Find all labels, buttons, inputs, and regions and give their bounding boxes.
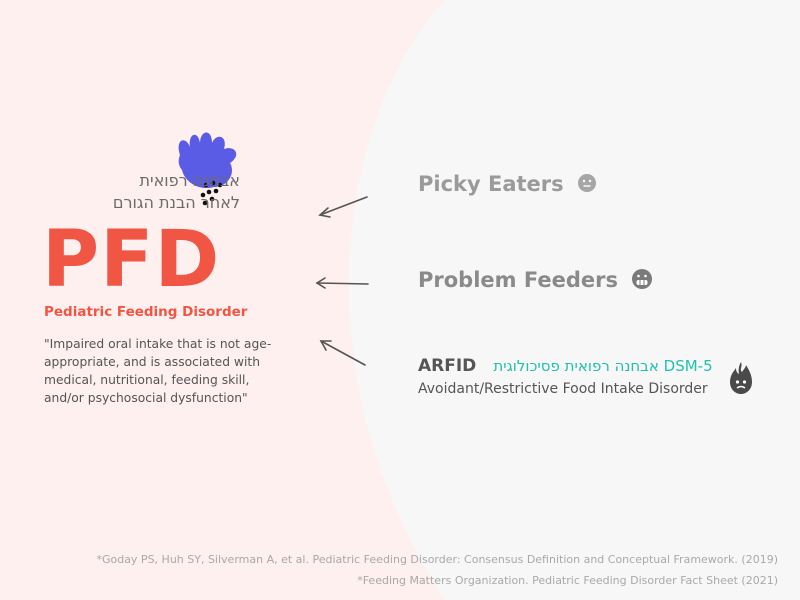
dsm-label: אבחנה רפואית פסיכולוגית DSM-5	[493, 357, 713, 375]
reference-2: *Feeding Matters Organization. Pediatric…	[357, 574, 778, 587]
neutral-face-icon	[577, 174, 596, 192]
right-panel-bg	[348, 0, 800, 600]
arrows	[315, 196, 369, 366]
pfd-subtitle: Pediatric Feeding Disorder	[44, 304, 248, 320]
quote-line: medical, nutritional, feeding skill,	[44, 373, 250, 387]
arrow-problem	[316, 282, 369, 285]
arfid-description: Avoidant/Restrictive Food Intake Disorde…	[418, 381, 708, 397]
problem-feeders-row: Problem Feeders	[418, 268, 653, 292]
picky-eaters-row: Picky Eaters	[418, 172, 597, 196]
arfid-label: ARFID	[418, 356, 477, 376]
quote-line: and/or psychosocial dysfunction"	[44, 391, 248, 405]
reference-1: *Goday PS, Huh SY, Silverman A, et al. P…	[96, 553, 778, 566]
arfid-row: ARFID אבחנה רפואית פסיכולוגית DSM-5	[418, 356, 713, 376]
quote-line: "Impaired oral intake that is not age-	[44, 337, 272, 351]
hebrew-title-line1: אבחנה רפואית	[139, 171, 240, 190]
arrow-picky-head	[318, 207, 331, 218]
quote-line: appropriate, and is associated with	[44, 355, 261, 369]
pfd-definition-quote: "Impaired oral intake that is not age- a…	[44, 335, 294, 407]
hebrew-title-line2: לאחר הבנת הגורם	[112, 193, 240, 212]
arrow-problem-head	[315, 277, 326, 289]
picky-eaters-label: Picky Eaters	[418, 172, 564, 196]
arrow-picky	[319, 196, 368, 216]
pfd-title: PFD	[42, 215, 221, 305]
grimace-face-icon	[632, 269, 653, 289]
arrow-arfid	[320, 340, 366, 366]
flame-face-icon	[730, 362, 752, 394]
flower-decoration-icon	[178, 132, 237, 206]
problem-feeders-label: Problem Feeders	[418, 268, 618, 292]
hebrew-title: אבחנה רפואית לאחר הבנת הגורם	[30, 170, 240, 214]
arrow-arfid-head	[319, 340, 332, 351]
